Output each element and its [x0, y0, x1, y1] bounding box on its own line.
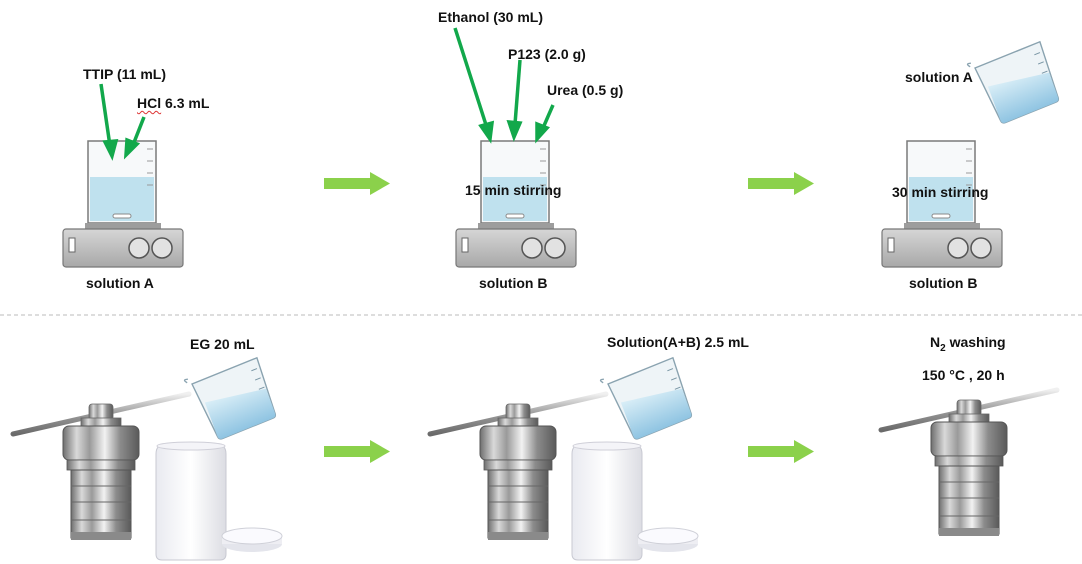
pouring-beaker-solution-ab: [599, 350, 697, 445]
stirring-note-30min: 30 min stirring: [892, 184, 989, 200]
reagent-hcl-amount: 6.3 mL: [161, 95, 210, 111]
n2-subscript: 2: [940, 342, 946, 354]
stirring-note-15min: 15 min stirring: [465, 182, 562, 198]
flow-arrow-top-2: [748, 172, 814, 195]
autoclave-3: [881, 390, 1057, 536]
n2-symbol: N: [930, 334, 941, 350]
caption-solution-a: solution A: [86, 275, 154, 291]
label-reaction-condition: 150 °C , 20 h: [922, 367, 1005, 383]
label-solution-ab-volume: Solution(A+B) 2.5 mL: [607, 334, 749, 350]
label-eg-volume: EG 20 mL: [190, 336, 255, 352]
stirrer-solution-b: [455, 140, 577, 268]
stirrer-solution-a: [62, 140, 184, 268]
reagent-ethanol-label: Ethanol (30 mL): [438, 9, 544, 25]
reagent-p123-label: P123 (2.0 g): [508, 46, 586, 62]
caption-solution-b-final: solution B: [909, 275, 978, 291]
reagent-arrows-step1: [99, 83, 146, 161]
pouring-beaker-solution-a: [966, 34, 1064, 129]
washing-text: washing: [945, 334, 1006, 350]
caption-solution-b: solution B: [479, 275, 548, 291]
pouring-beaker-eg: [183, 350, 281, 445]
pour-label-solution-a: solution A: [905, 69, 973, 85]
reagent-hcl-name: HCl: [137, 95, 162, 111]
teflon-liner-2: [571, 441, 699, 561]
reagent-ttip-label: TTIP (11 mL): [83, 66, 166, 82]
stirrer-solution-b-final: [881, 140, 1003, 268]
teflon-liner-1: [155, 441, 283, 561]
flow-arrow-bottom-1: [324, 440, 390, 463]
flow-arrow-bottom-2: [748, 440, 814, 463]
reagent-arrows-step2: [453, 27, 555, 144]
label-n2-washing: N2 washing: [930, 334, 1006, 353]
reagent-hcl-label: HCl 6.3 mL: [137, 95, 209, 111]
flow-arrow-top-1: [324, 172, 390, 195]
reagent-urea-label: Urea (0.5 g): [547, 82, 624, 98]
